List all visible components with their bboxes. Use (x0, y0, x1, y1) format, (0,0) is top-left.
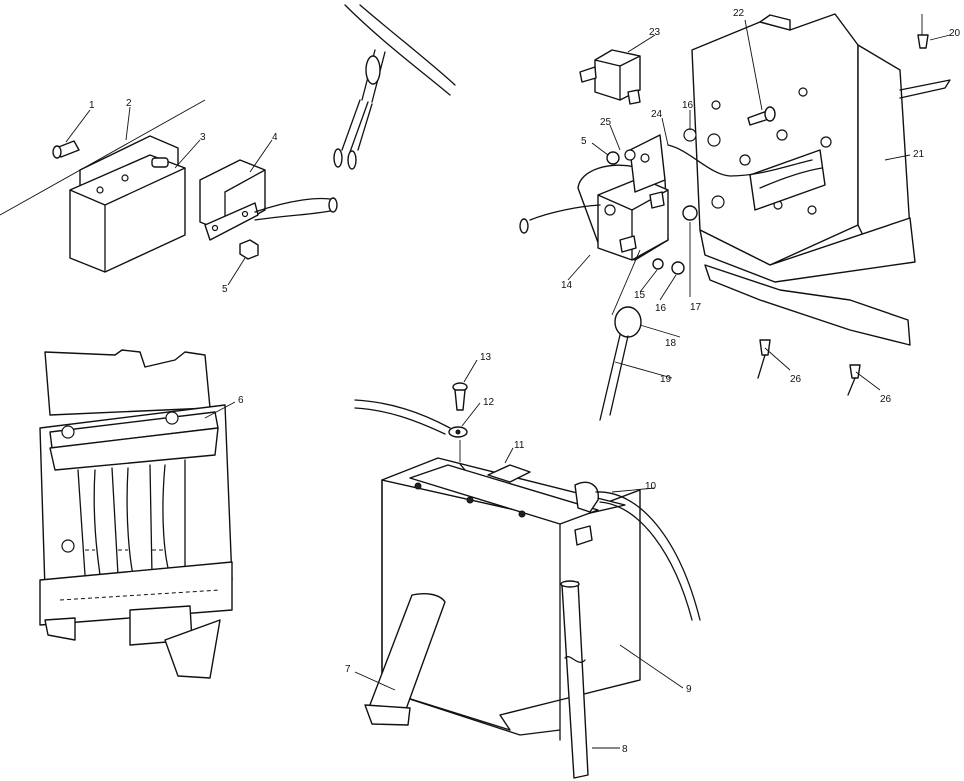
cable-part-12 (354, 399, 451, 429)
callout-9: 9 (686, 684, 692, 695)
callout-7: 7 (345, 664, 351, 675)
solenoid-group (519, 13, 951, 421)
leader-lines (65, 19, 951, 749)
bolt-part-20 (917, 34, 929, 49)
callout-23: 23 (649, 27, 661, 38)
nut-part-16-upper (682, 205, 698, 221)
wire-part-19 (599, 334, 621, 421)
callout-20: 20 (949, 28, 961, 39)
callout-1: 1 (89, 100, 95, 111)
callout-19: 19 (660, 374, 672, 385)
callout-11: 11 (514, 440, 525, 451)
callout-5: 5 (222, 284, 228, 295)
callout-21: 21 (913, 149, 925, 160)
rectifier-part-4 (199, 159, 338, 241)
callout-17: 17 (690, 302, 702, 313)
wiring-harness (333, 4, 456, 170)
hold-down-strap-part-7 (367, 593, 446, 713)
battery-group (354, 382, 701, 779)
screw-part-26-left (759, 339, 771, 356)
screw-part-1 (52, 140, 80, 159)
callout-24: 24 (651, 109, 663, 120)
callout-25: 25 (600, 117, 612, 128)
callout-6: 6 (238, 395, 244, 406)
screw-part-26-right (849, 364, 861, 379)
callout-2: 2 (126, 98, 132, 109)
fuse-holder-part-23 (579, 49, 641, 105)
battery-box-part-6 (39, 349, 233, 679)
callout-16: 16 (655, 303, 667, 314)
callouts: 1 2 3 4 5 5 6 7 8 9 10 11 12 13 14 15 16… (89, 8, 961, 755)
callout-10: 10 (645, 481, 657, 492)
nut-part-5-right (606, 151, 620, 165)
bracket-part-21 (691, 13, 951, 346)
terminal-boot-part-18 (614, 306, 642, 338)
nut-part-5-left (239, 239, 259, 260)
callout-26: 26 (790, 374, 802, 385)
callout-18: 18 (665, 338, 677, 349)
callout-3: 3 (200, 132, 206, 143)
bolt-part-22 (747, 106, 776, 126)
bolt-part-13 (452, 382, 468, 411)
cable-part-10 (574, 481, 599, 513)
callout-4: 4 (272, 132, 278, 143)
regulator-group (0, 4, 456, 273)
callout-8: 8 (622, 744, 628, 755)
callout-13: 13 (480, 352, 492, 363)
callout-5: 5 (581, 136, 587, 147)
washer-part-15 (652, 258, 664, 270)
callout-12: 12 (483, 397, 495, 408)
callout-15: 15 (634, 290, 646, 301)
callout-22: 22 (733, 8, 745, 19)
nut-part-16-lower (671, 261, 685, 275)
callout-16: 16 (682, 100, 694, 111)
callout-14: 14 (561, 280, 573, 291)
regulator-body-part-3 (69, 154, 186, 273)
callout-26: 26 (880, 394, 892, 405)
